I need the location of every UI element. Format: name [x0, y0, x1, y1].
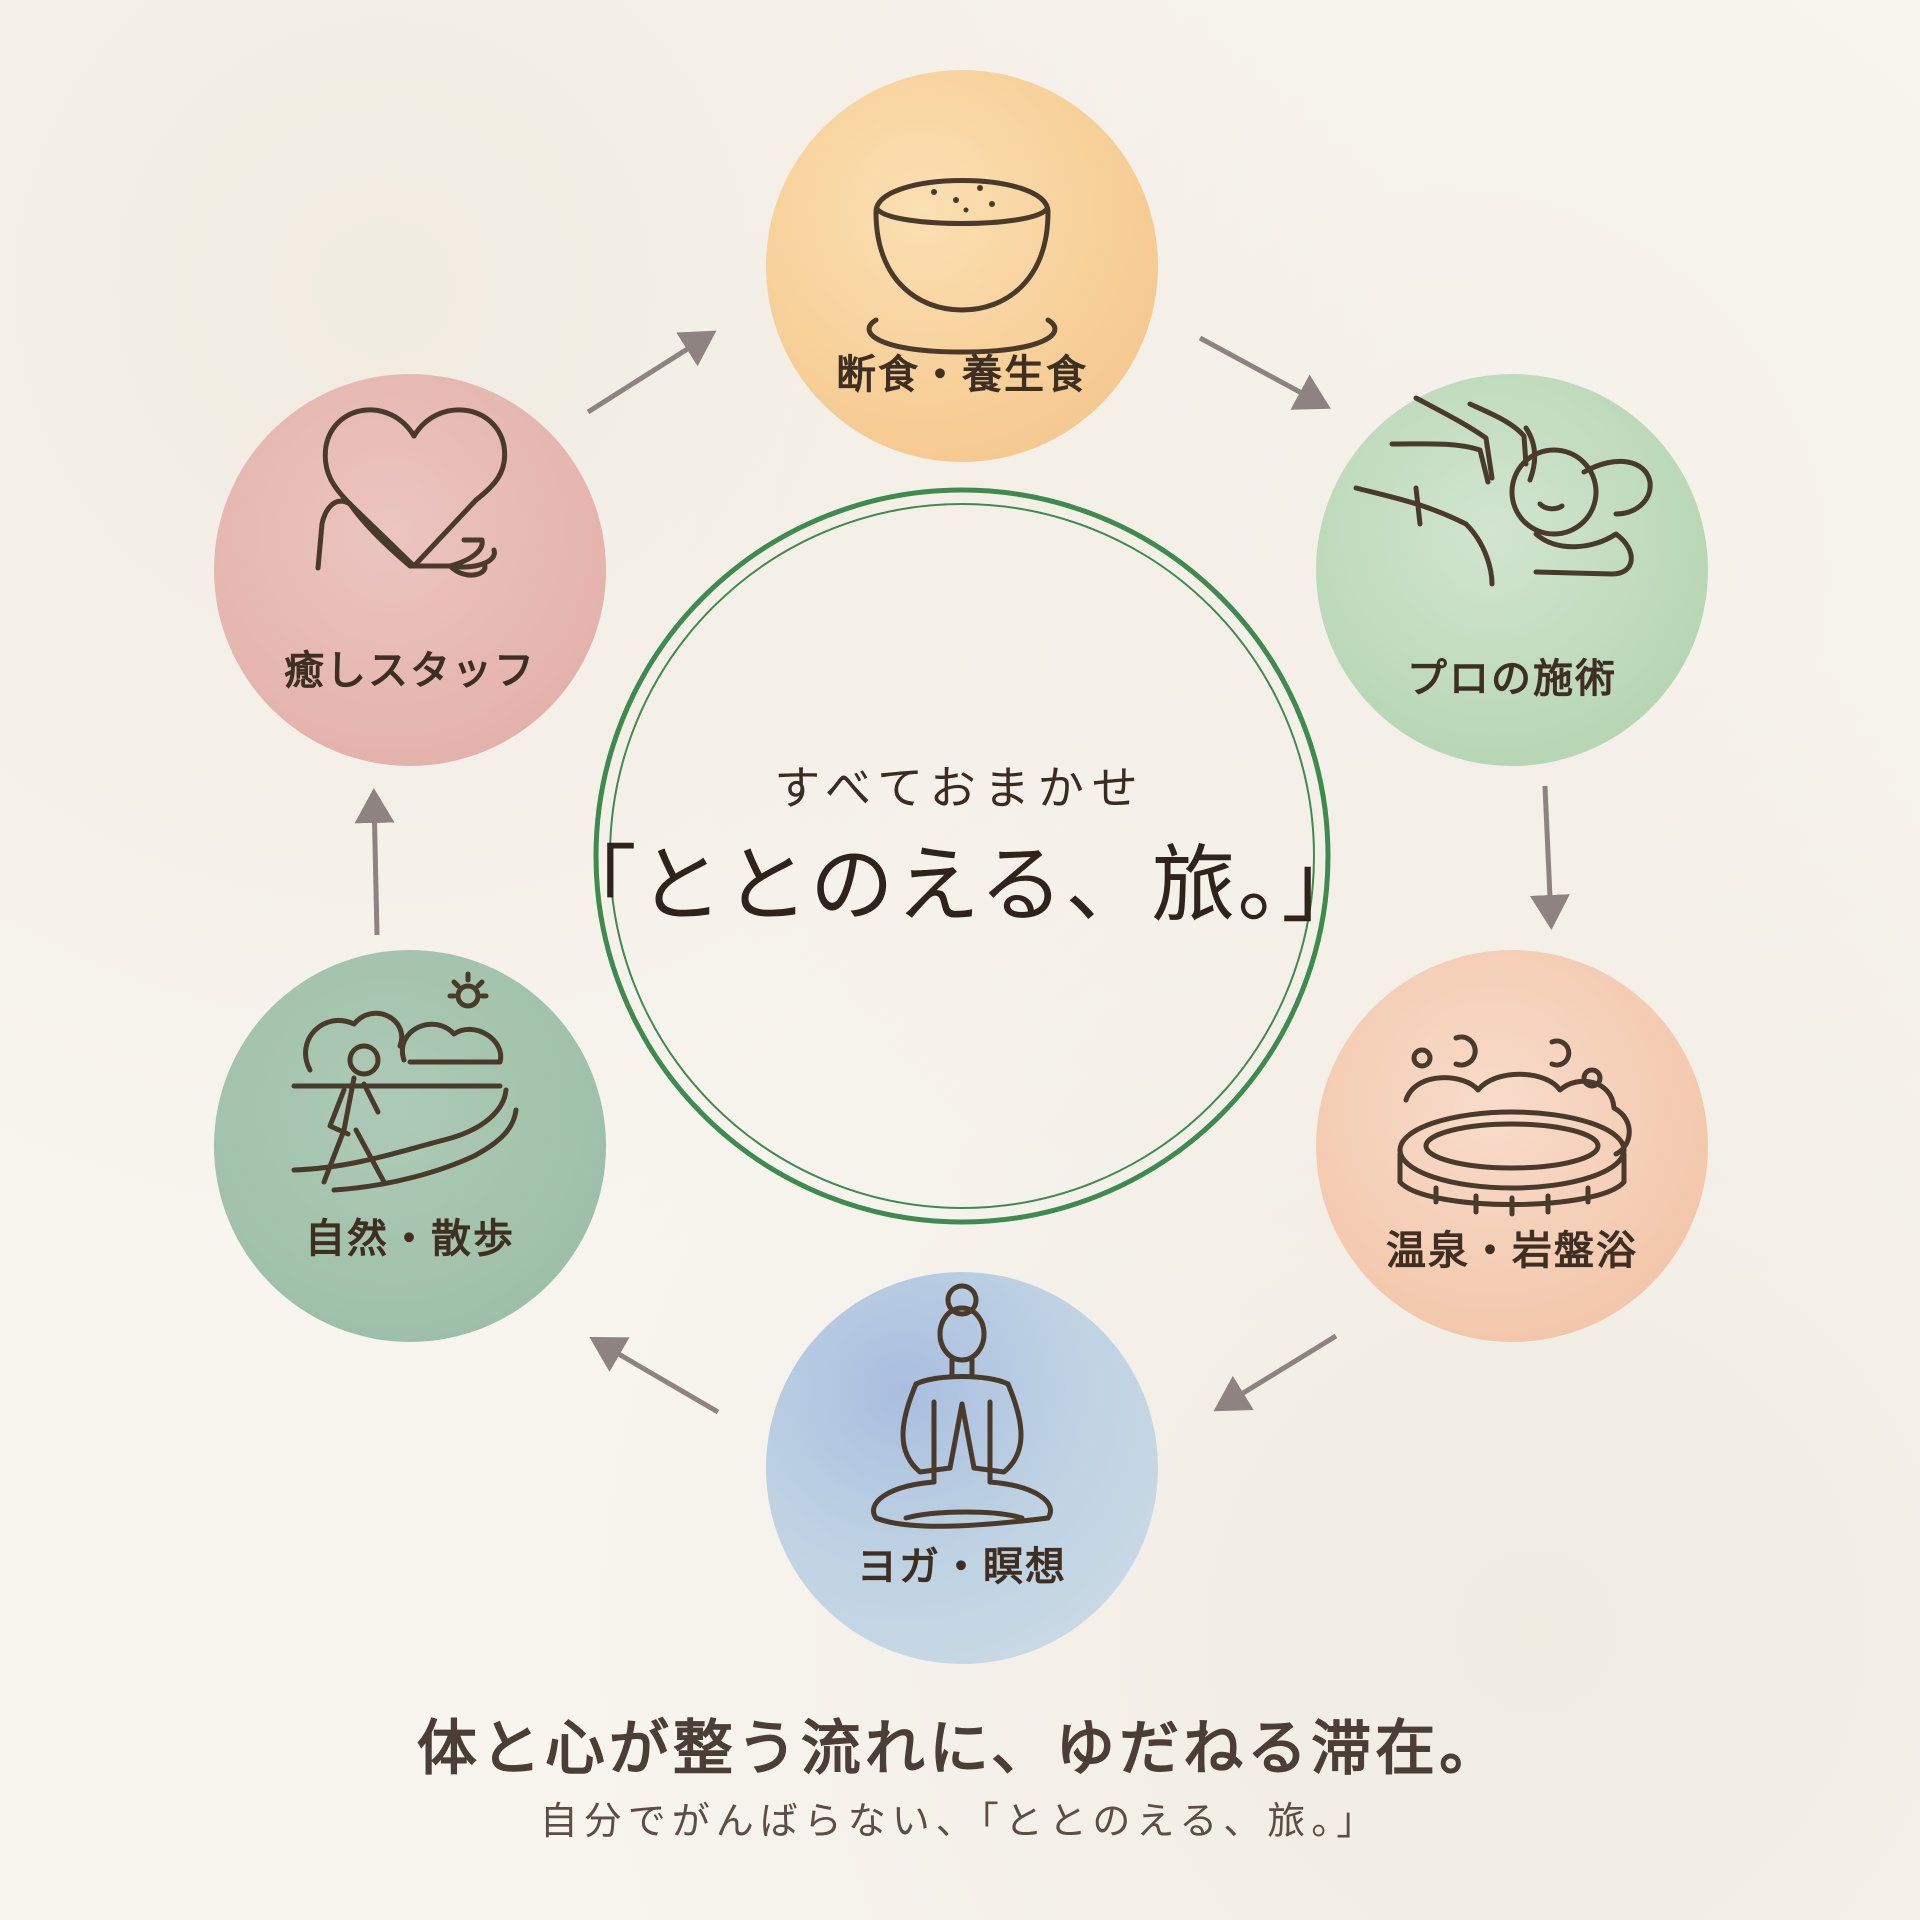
center-title: 「ととのえる、旅。」 — [552, 836, 1368, 934]
node-yoga: ヨガ・瞑想 — [766, 1272, 1158, 1664]
arrow-nature-to-staff — [354, 788, 395, 936]
arrow-yoga-to-nature — [589, 1336, 720, 1415]
node-label-yoga: ヨガ・瞑想 — [857, 1543, 1067, 1590]
meditation-icon — [871, 1283, 1053, 1529]
footer-subtagline: 自分でがんばらない、「ととのえる、旅。」 — [539, 1799, 1381, 1843]
arrow-fasting-to-massage — [1198, 335, 1331, 410]
node-fasting: 断食・養生食 — [766, 70, 1158, 462]
node-nature: 自然・散歩 — [214, 950, 606, 1342]
massage-icon — [1353, 395, 1653, 587]
arrow-massage-to-onsen — [1529, 785, 1570, 930]
footer-tagline: 体と心が整う流れに、ゆだねる滞在。 — [416, 1714, 1504, 1784]
node-label-fasting: 断食・養生食 — [836, 351, 1088, 398]
arrow-staff-to-fasting — [586, 330, 717, 415]
node-massage: プロの施術 — [1316, 374, 1708, 766]
bowl-icon — [866, 178, 1058, 355]
node-label-onsen: 温泉・岩盤浴 — [1386, 1227, 1638, 1274]
hiking-icon — [291, 971, 519, 1193]
node-label-massage: プロの施術 — [1407, 655, 1617, 702]
arrow-onsen-to-yoga — [1213, 1333, 1338, 1412]
heart-hand-icon — [315, 407, 508, 578]
node-label-nature: 自然・散歩 — [305, 1215, 515, 1262]
node-staff: 癒しスタッフ — [214, 374, 606, 766]
hot-spring-icon — [1397, 1034, 1632, 1217]
node-onsen: 温泉・岩盤浴 — [1316, 950, 1708, 1342]
center-subtitle: すべておまかせ — [774, 761, 1146, 815]
node-label-staff: 癒しスタッフ — [284, 647, 536, 694]
